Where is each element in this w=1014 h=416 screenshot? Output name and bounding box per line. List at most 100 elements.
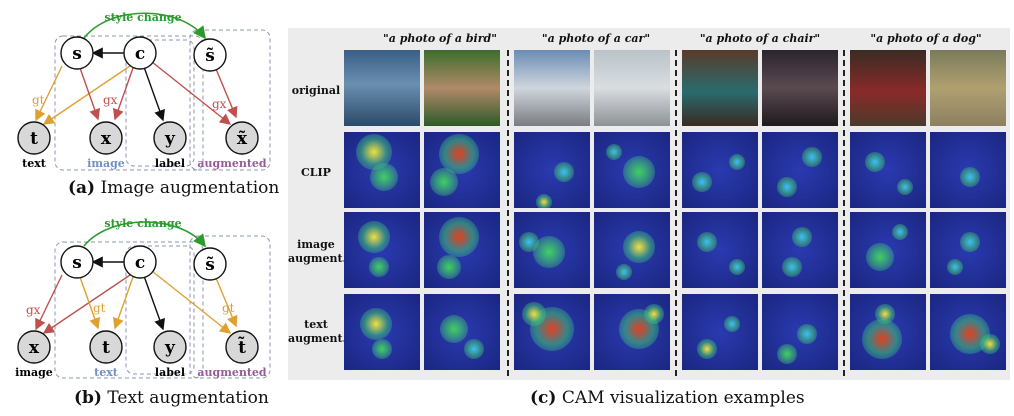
edge-label-gx-right: gx	[212, 97, 227, 111]
cam-hotspot	[960, 167, 980, 187]
edge-label-gt-b-right: gt	[222, 301, 235, 315]
edge-c-to-y	[143, 66, 165, 122]
cam-heatmap	[344, 132, 420, 208]
edge-s-to-t	[35, 65, 63, 122]
cam-heatmap	[344, 294, 420, 370]
edge-label-gt: gt	[32, 93, 45, 107]
node-y-b	[153, 330, 187, 364]
cam-heatmap	[682, 212, 758, 288]
edge-s-to-x	[79, 67, 101, 121]
edge-c-to-y-b	[143, 275, 165, 331]
cam-visualization-panel: "a photo of a bird" "a photo of a car" "…	[288, 28, 1010, 380]
cam-heatmap	[930, 132, 1006, 208]
node-label-text-b: text	[94, 366, 119, 379]
cam-hotspot	[616, 264, 632, 280]
panel-b-caption-text: Text augmentation	[101, 388, 269, 408]
cam-hotspot	[623, 156, 655, 188]
node-s-tilde-b-label: s̃	[205, 255, 215, 275]
node-t-tilde-label: t̃	[237, 336, 246, 358]
original-photo	[682, 50, 758, 126]
cam-hotspot	[692, 172, 712, 192]
row-label-original: original	[291, 84, 341, 97]
node-c-label: c	[135, 44, 145, 64]
style-change-label-b: style change	[104, 217, 181, 230]
node-x-tilde	[225, 121, 259, 155]
cam-hotspot	[439, 134, 479, 174]
cam-heatmap	[514, 294, 590, 370]
cam-hotspot	[875, 304, 895, 324]
cam-hotspot	[777, 177, 797, 197]
cam-hotspot	[980, 334, 1000, 354]
augmented-group-box-b	[189, 235, 271, 379]
cam-hotspot	[554, 162, 574, 182]
cam-hotspot	[947, 259, 963, 275]
node-label-augmented: augmented	[197, 157, 267, 170]
cam-hotspot	[623, 231, 655, 263]
edge-label-gt-b-left: gt	[93, 301, 106, 315]
node-x-tilde-label: x̃	[237, 129, 248, 149]
original-photo	[594, 50, 670, 126]
cam-heatmap	[930, 294, 1006, 370]
group-separator	[507, 50, 509, 376]
cam-heatmap	[594, 212, 670, 288]
cam-heatmap	[682, 132, 758, 208]
panel-c-caption-text: CAM visualization examples	[556, 388, 805, 408]
node-s-tilde-label: s̃	[205, 46, 215, 66]
node-t-tilde	[225, 330, 259, 364]
panel-c-caption-prefix: (c)	[530, 388, 557, 408]
node-c-b	[123, 245, 157, 279]
content-group-box	[125, 39, 195, 167]
panel-c-caption: (c) CAM visualization examples	[530, 388, 805, 408]
cam-hotspot	[437, 255, 461, 279]
group-separator	[675, 50, 677, 376]
node-s-tilde-b	[193, 247, 227, 281]
node-label-image-b: image	[15, 366, 53, 379]
prompt-car: "a photo of a car"	[541, 32, 651, 45]
node-y	[153, 121, 187, 155]
group-separator	[843, 50, 845, 376]
edge-s-to-x-b	[35, 274, 63, 331]
cam-hotspot	[782, 257, 802, 277]
cam-hotspot	[892, 224, 908, 240]
edge-c-to-x-tilde	[151, 61, 232, 125]
cam-hotspot	[644, 304, 664, 324]
node-c	[123, 36, 157, 70]
node-x-b-label: x	[29, 338, 40, 358]
node-s	[60, 36, 94, 70]
cam-hotspot	[777, 344, 797, 364]
cam-hotspot	[358, 221, 390, 253]
node-t-b-label: t	[102, 338, 110, 358]
cam-hotspot	[866, 243, 894, 271]
style-change-arrow-b	[83, 221, 206, 248]
cam-heatmap	[514, 132, 590, 208]
cam-hotspot	[464, 339, 484, 359]
panel-a-caption-text: Image augmentation	[95, 178, 280, 198]
original-photo	[930, 50, 1006, 126]
cam-hotspot	[430, 168, 458, 196]
original-photo	[344, 50, 420, 126]
cam-hotspot	[802, 147, 822, 167]
edge-c-to-t-b	[112, 276, 134, 330]
cam-hotspot	[792, 227, 812, 247]
panel-b-caption: (b) Text augmentation	[74, 388, 269, 408]
cam-heatmap	[850, 132, 926, 208]
node-t	[17, 121, 51, 155]
cam-hotspot	[897, 179, 913, 195]
node-label-label-b: label	[155, 366, 185, 379]
original-photo	[424, 50, 500, 126]
augmented-group-box	[189, 29, 271, 171]
node-s-label: s	[72, 44, 82, 64]
cam-heatmap	[424, 294, 500, 370]
style-change-label: style change	[104, 11, 181, 24]
row-label-clip: CLIP	[301, 166, 331, 179]
cam-heatmap	[424, 132, 500, 208]
panel-b-diagram: style change gx gt gt s c s̃ x t y t̃ im…	[0, 206, 285, 386]
panel-b-caption-prefix: (b)	[74, 388, 102, 408]
style-change-arrow	[83, 12, 206, 40]
cam-heatmap	[594, 132, 670, 208]
edge-s-tilde-to-t-tilde	[215, 277, 238, 328]
node-x-label: x	[101, 129, 112, 149]
cam-hotspot	[697, 232, 717, 252]
causal-graph-image-augmentation: style change gt gx gx s c s̃ t x y x̃ te…	[17, 11, 271, 171]
cam-hotspot	[369, 257, 389, 277]
